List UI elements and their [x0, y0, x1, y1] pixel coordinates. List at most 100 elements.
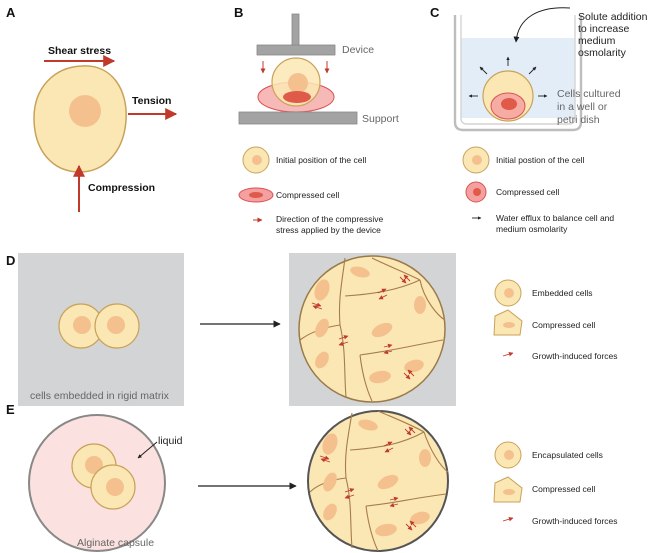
growth-force-arrows-e: [319, 426, 417, 531]
compressed-nucleus: [314, 279, 330, 301]
cell-boundary: [419, 279, 446, 321]
spheroid-e-boundaries: [309, 410, 449, 552]
panel-a-letter: A: [6, 5, 16, 20]
legend-direction-line2: stress applied by the device: [276, 225, 381, 235]
legend-compressed-nucleus-icon-c: [473, 188, 481, 196]
legend-forces-d: Growth-induced forces: [532, 351, 618, 361]
legend-compressed-nucleus-d: [503, 322, 515, 328]
spheroid-d-nuclei: [314, 266, 426, 384]
compression-label: Compression: [88, 182, 155, 194]
cultured-line1: Cells cultured: [557, 88, 621, 100]
legend-efflux-line2: medium osmolarity: [496, 224, 568, 234]
compressed-nucleus: [350, 266, 370, 278]
panel-c-letter: C: [430, 5, 440, 20]
legend-embedded-nucleus-icon: [504, 288, 514, 298]
legend-direction-line1: Direction of the compressive: [276, 214, 384, 224]
compressed-nucleus: [322, 433, 338, 455]
legend-initial-b: Initial position of the cell: [276, 155, 366, 165]
legend-compressed-nucleus-e: [503, 489, 515, 495]
efflux-arrow: [479, 66, 488, 75]
legend-compressed-b: Compressed cell: [276, 190, 339, 200]
compressed-nucleus: [375, 523, 397, 537]
cell-boundary: [344, 412, 353, 479]
growth-force-arrow: [338, 335, 349, 340]
encapsulated-nucleus-2: [106, 478, 124, 496]
growth-force-arrow: [389, 496, 399, 502]
growth-force-arrow: [403, 372, 411, 380]
growth-force-arrow: [378, 294, 388, 300]
cell-boundary: [345, 477, 353, 549]
liquid-label: liquid: [158, 435, 183, 447]
growth-force-arrow: [344, 488, 355, 493]
growth-force-arrow: [408, 426, 416, 434]
compressed-nucleus: [358, 419, 378, 431]
liquid-arrow: [137, 441, 158, 459]
capsule-label: Alginate capsule: [77, 537, 154, 549]
solute-line4: osmolarity: [578, 47, 627, 59]
growth-force-arrow: [338, 341, 349, 346]
growth-force-arrow: [320, 458, 331, 463]
cultured-line3: petri dish: [557, 114, 600, 126]
legend-initial-nucleus-icon-c: [472, 155, 482, 165]
water-efflux-arrows: [468, 56, 548, 98]
embedded-nucleus-1: [73, 316, 91, 334]
compressed-nucleus-b: [283, 91, 311, 103]
legend-compressed-c: Compressed cell: [496, 187, 559, 197]
legend-efflux-line1: Water efflux to balance cell and: [496, 213, 614, 223]
efflux-arrow: [528, 66, 537, 75]
compressed-nucleus: [315, 318, 329, 338]
initial-nucleus-b: [288, 73, 308, 93]
compressed-nucleus: [377, 474, 399, 490]
cultured-line2: in a well or: [557, 101, 608, 113]
cell-boundary: [359, 354, 373, 402]
legend-encapsulated: Encapsulated cells: [532, 450, 603, 460]
panel-d: D cells embedded in rigid matrix: [6, 253, 618, 406]
support-plate: [238, 111, 358, 125]
growth-force-arrow: [404, 428, 412, 436]
spheroid-e-nuclei: [322, 419, 431, 537]
cell-boundary: [359, 339, 444, 356]
device-label: Device: [342, 44, 374, 56]
legend-compressed-nucleus-icon-b: [249, 192, 263, 198]
culture-well: [453, 15, 583, 132]
cell-boundary: [339, 324, 347, 398]
solute-line2: to increase: [578, 23, 630, 35]
shear-stress-label: Shear stress: [48, 45, 111, 57]
panel-b: B Device Support Initial position of the…: [234, 5, 399, 235]
cell-boundary: [365, 493, 447, 507]
solute-arrow: [513, 7, 571, 43]
compressed-nucleus: [404, 359, 424, 373]
tension-label: Tension: [132, 95, 171, 107]
compressed-nucleus: [323, 472, 337, 492]
compressed-nucleus: [414, 296, 426, 314]
solute-line3: medium: [578, 35, 616, 47]
growth-force-arrow: [312, 305, 323, 310]
nucleus-a: [69, 95, 101, 127]
growth-force-arrow: [405, 523, 413, 531]
device-plate: [256, 44, 336, 56]
growth-force-arrow: [399, 276, 407, 284]
growth-force-arrow: [383, 343, 393, 349]
compressed-nucleus: [323, 503, 337, 521]
compressed-nucleus: [369, 370, 391, 384]
legend-initial-c: Initial postion of the cell: [496, 155, 584, 165]
legend-force-arrow-e: [502, 517, 514, 522]
compressed-nucleus: [371, 322, 393, 338]
solute-line1: Solute addition: [578, 11, 648, 23]
legend-forces-e: Growth-induced forces: [532, 516, 618, 526]
growth-force-arrow: [407, 369, 415, 377]
legend-compressed-d: Compressed cell: [532, 320, 595, 330]
growth-force-arrow: [344, 494, 355, 499]
panel-c: C Solute addition to increase medium osm…: [430, 5, 648, 234]
compressed-nucleus: [419, 449, 431, 467]
device-stem: [291, 13, 300, 47]
panel-e: E liquid Alginate capsule: [6, 402, 618, 552]
panel-a: A Shear stress Tension Compression: [6, 5, 178, 212]
panel-e-letter: E: [6, 402, 15, 417]
growth-force-arrow: [319, 455, 330, 460]
growth-force-arrow: [403, 274, 411, 282]
culture-well-inner: [460, 15, 576, 125]
growth-force-arrow: [389, 502, 399, 508]
panel-d-letter: D: [6, 253, 15, 268]
compressed-nucleus: [315, 351, 329, 369]
